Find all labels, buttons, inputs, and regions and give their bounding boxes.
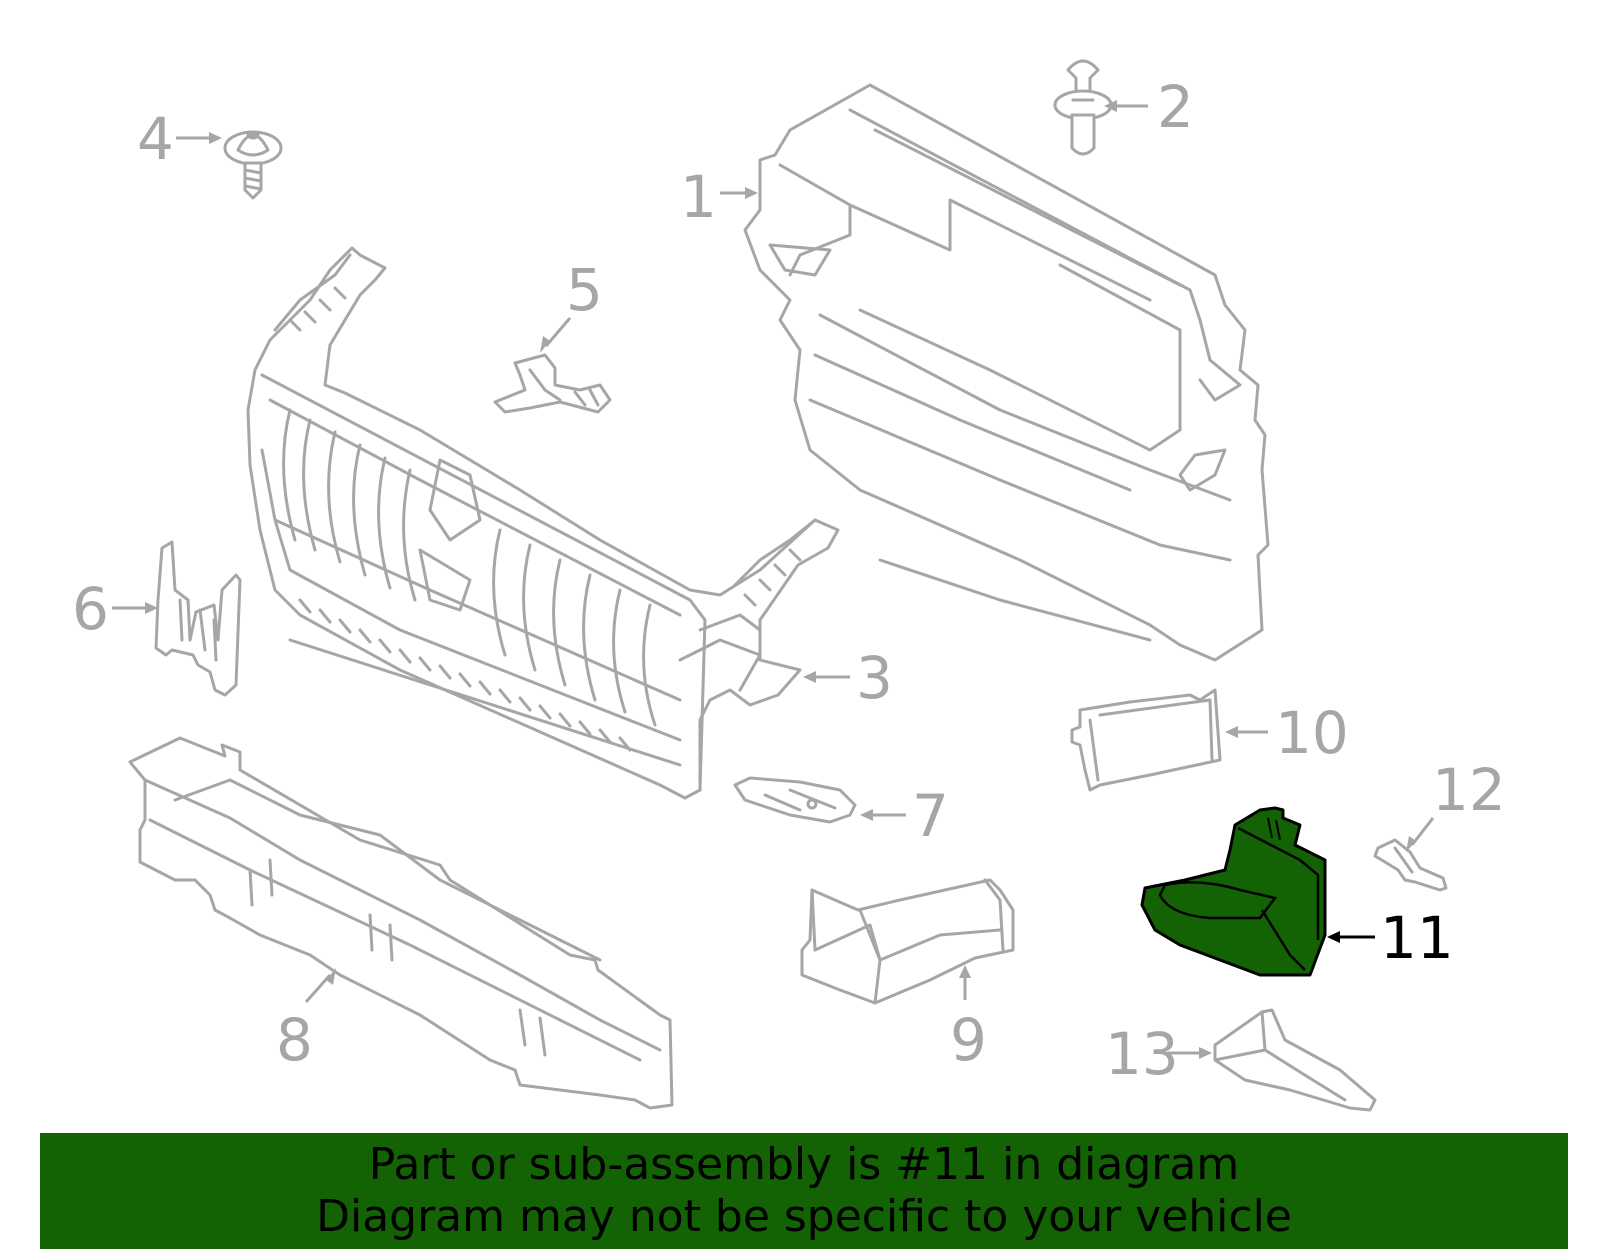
part-8-lower-deflector[interactable] [128, 736, 674, 1110]
callout-9: 9 [950, 1006, 987, 1074]
banner-line-2: Diagram may not be specific to your vehi… [316, 1191, 1292, 1242]
leaders [112, 100, 1435, 1059]
part-10-air-duct[interactable] [1070, 688, 1222, 792]
callout-4: 4 [137, 105, 174, 173]
part-1-radiator-support[interactable] [743, 83, 1270, 662]
callout-8: 8 [276, 1006, 313, 1074]
part-4-bolt[interactable] [223, 130, 283, 200]
part-7-bracket[interactable] [733, 776, 857, 824]
part-13-deflector[interactable] [1213, 1008, 1377, 1112]
callout-6: 6 [72, 575, 109, 643]
info-banner: Part or sub-assembly is #11 in diagram D… [40, 1133, 1568, 1249]
banner-line-1: Part or sub-assembly is #11 in diagram [368, 1139, 1240, 1190]
callout-labels: 1 2 3 4 5 6 7 8 9 10 11 12 13 [72, 73, 1506, 1088]
part-5-bracket[interactable] [493, 353, 612, 414]
callout-10: 10 [1275, 699, 1349, 767]
part-3-grille-carrier[interactable] [246, 246, 840, 800]
part-9-air-duct[interactable] [800, 878, 1015, 1005]
part-6-bracket[interactable] [154, 540, 242, 697]
callout-5: 5 [566, 256, 603, 324]
callout-3: 3 [856, 644, 893, 712]
callout-2: 2 [1157, 73, 1194, 141]
callout-12: 12 [1432, 756, 1506, 824]
part-12-clip[interactable] [1373, 838, 1448, 892]
callout-7: 7 [912, 782, 949, 850]
callout-1: 1 [680, 163, 717, 231]
part-2-push-pin[interactable] [1053, 59, 1113, 156]
part-11-air-duct-highlighted[interactable] [1140, 806, 1327, 977]
callout-11: 11 [1380, 904, 1454, 972]
callout-13: 13 [1105, 1020, 1179, 1088]
